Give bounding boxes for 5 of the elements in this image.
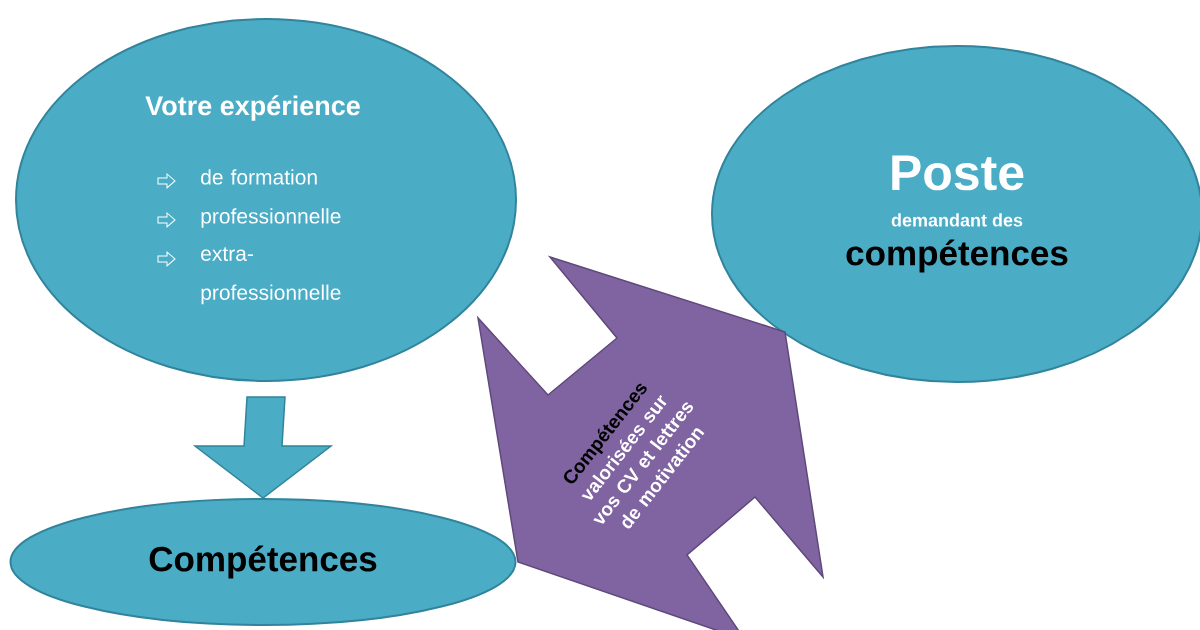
list-item: de formation	[201, 169, 317, 185]
block-arrow	[192, 396, 334, 499]
list-item: extra-professionnelle	[201, 247, 341, 305]
list-item: professionnelle	[201, 208, 341, 228]
node-heading: Votre expérience	[145, 95, 360, 121]
